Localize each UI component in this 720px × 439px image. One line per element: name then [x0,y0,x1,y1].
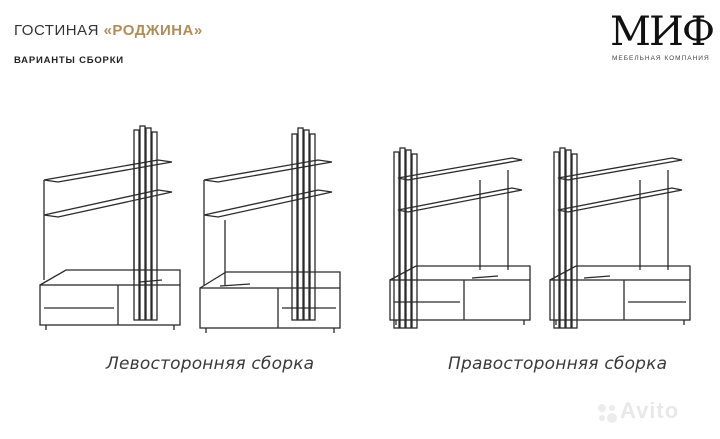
title-accent: «РОДЖИНА» [103,22,203,39]
title-prefix: ГОСТИНАЯ [14,22,104,39]
page-subtitle: ВАРИАНТЫ СБОРКИ [14,55,124,66]
avito-logo-icon [598,404,617,423]
logo-tagline: МЕБЕЛЬНАЯ КОМПАНИЯ [612,55,710,62]
brand-logo: МИФ МЕБЕЛЬНАЯ КОМПАНИЯ [608,12,715,78]
scheme-right-2 [549,147,691,329]
logo-mark: МИФ [610,9,715,55]
watermark-text: Avito [620,398,680,423]
caption-right-assembly: Правосторонняя сборка [448,354,668,374]
caption-left-assembly: Левосторонняя сборка [106,354,315,374]
scheme-left-2 [199,127,341,333]
page-title: ГОСТИНАЯ «РОДЖИНА» [14,22,203,39]
scheme-right-1 [389,147,531,329]
scheme-left-1 [39,125,181,330]
